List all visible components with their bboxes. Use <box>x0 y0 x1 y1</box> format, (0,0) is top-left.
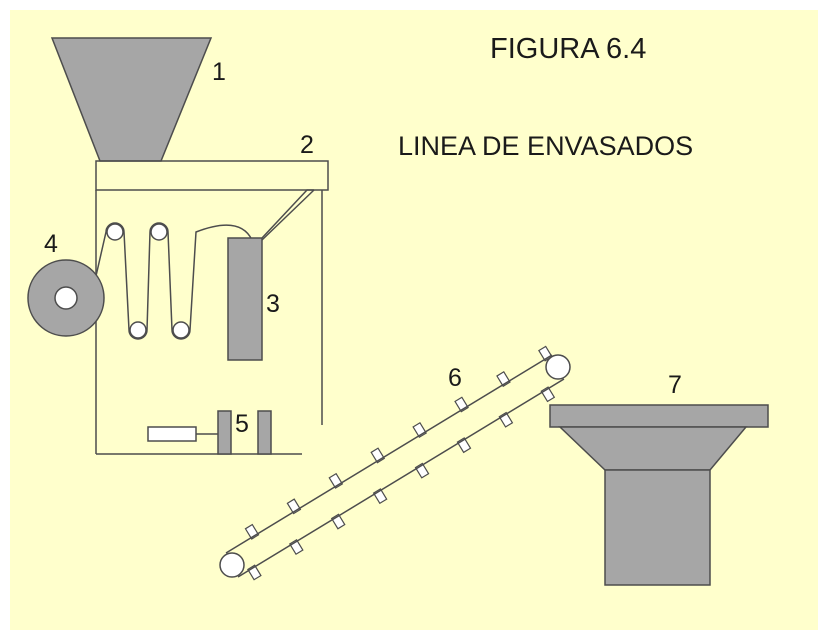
roller <box>150 223 168 241</box>
receiver-top-plate <box>549 404 769 428</box>
machine-top-bar <box>95 160 329 191</box>
conveyor-pulley-bottom <box>219 552 245 578</box>
fill-chute <box>227 189 315 361</box>
roller <box>129 321 147 339</box>
sealer-jaw-left <box>217 410 232 455</box>
chute-guide <box>261 189 315 241</box>
conveyor-belt-top <box>225 354 553 554</box>
label-film-roll: 4 <box>44 230 58 258</box>
receiver-body <box>604 469 711 586</box>
film-path <box>95 222 253 340</box>
label-receiver: 7 <box>668 371 682 399</box>
receiver <box>549 404 769 586</box>
film-roll <box>27 259 105 337</box>
label-chute: 3 <box>266 290 280 318</box>
label-conveyor: 6 <box>448 364 462 392</box>
roller <box>172 321 190 339</box>
film-rollers <box>106 223 190 339</box>
sealer-piston <box>147 426 197 442</box>
conveyor-pulley-top <box>545 354 571 380</box>
label-top-bar: 2 <box>300 131 314 159</box>
label-hopper: 1 <box>212 58 226 86</box>
roller <box>106 223 124 241</box>
label-sealer: 5 <box>235 410 249 438</box>
conveyor <box>219 345 571 581</box>
film-roll-core <box>54 286 78 310</box>
figure-subtitle: LINEA DE ENVASADOS <box>398 131 693 161</box>
conveyor-belt-bottom <box>237 378 565 578</box>
sealer <box>147 410 272 455</box>
figure-title: FIGURA 6.4 <box>490 33 646 65</box>
chute-funnel <box>227 189 314 361</box>
sealer-jaw-right <box>257 410 272 455</box>
